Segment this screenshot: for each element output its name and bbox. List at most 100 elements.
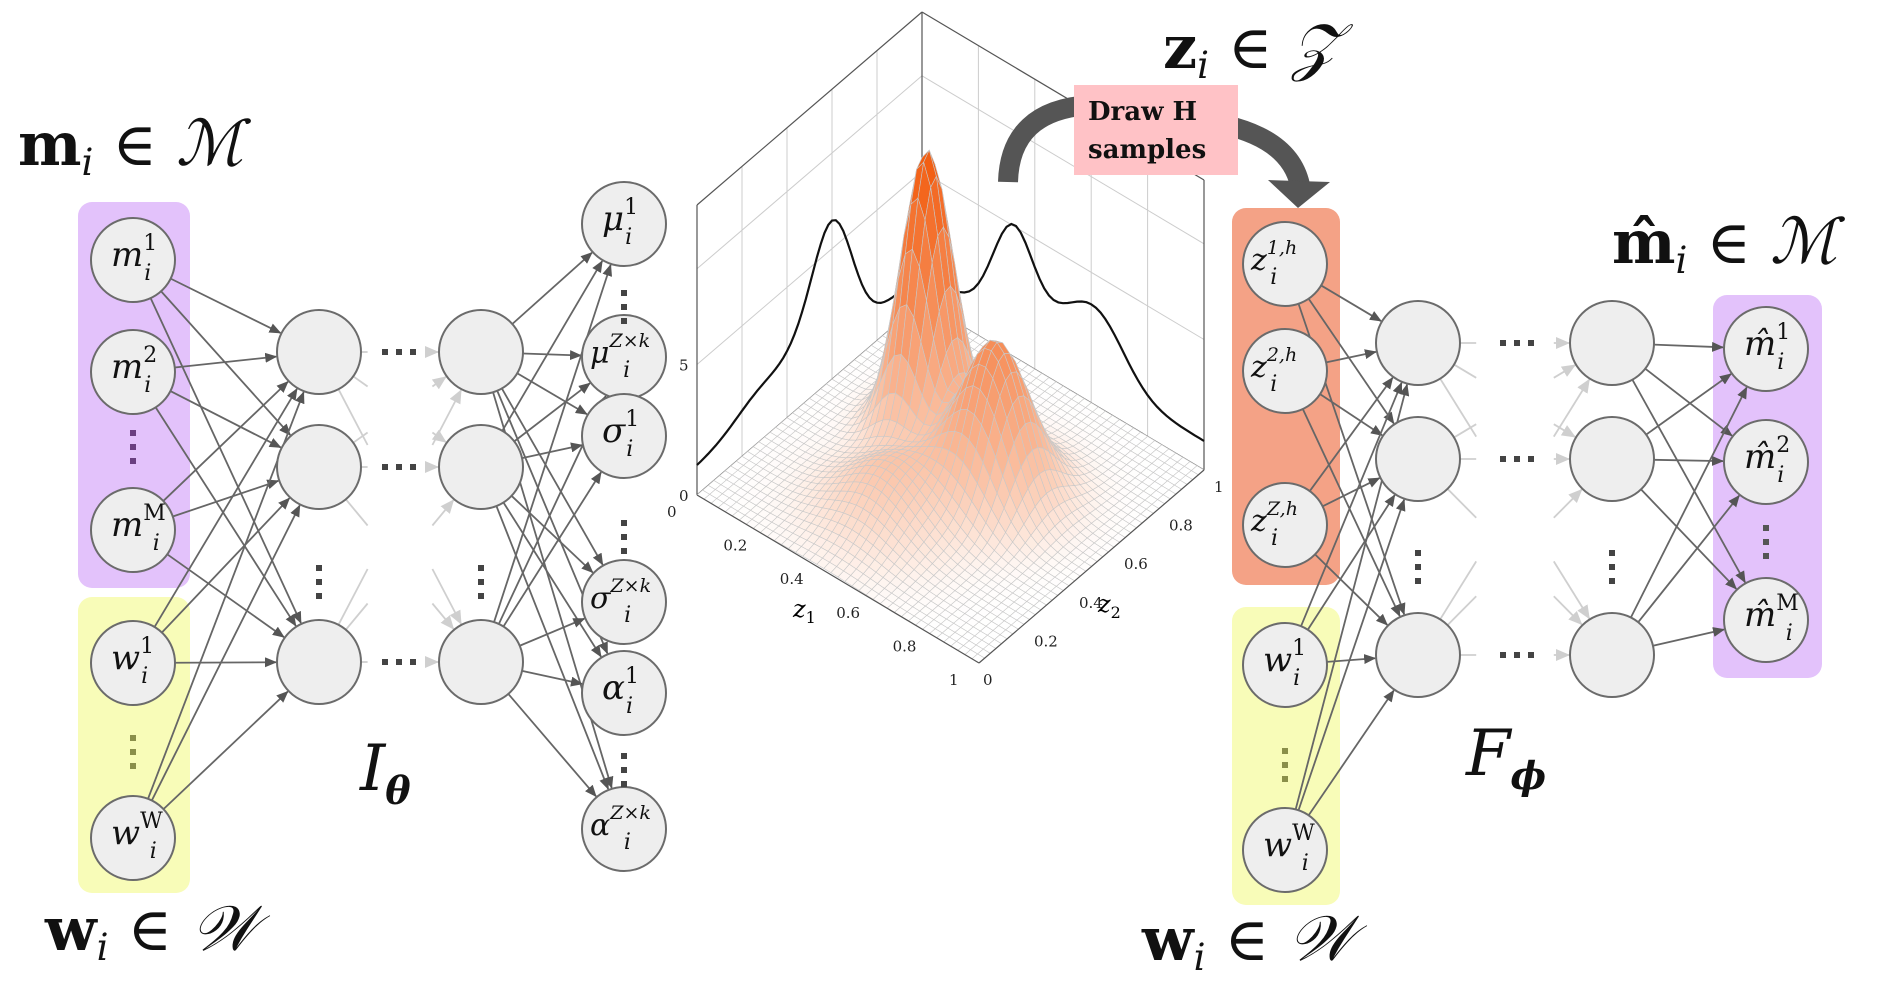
- decoder-hidden-node-2: [1569, 416, 1655, 502]
- encoder-input-edge: [162, 690, 289, 810]
- decoder-output-edge: [1653, 341, 1725, 352]
- decoder-input-edge: [1307, 689, 1395, 816]
- hdots-layers: [410, 464, 416, 470]
- hdots-layers: [382, 659, 388, 665]
- vdots-m-hat: [1763, 525, 1769, 531]
- z-tick-label: 0: [679, 487, 689, 505]
- encoder-output-edge: [501, 260, 603, 432]
- z2-tick-label: 0.8: [1169, 517, 1193, 535]
- decoder-input-edge: [1320, 284, 1382, 322]
- hdots-layers: [1500, 456, 1506, 462]
- vdots-m-hat: [1763, 539, 1769, 545]
- hdots-layers: [1528, 340, 1534, 346]
- decoder-input-edge: [1309, 376, 1394, 492]
- vdots-hidden: [478, 593, 484, 599]
- faint-edge: [1553, 423, 1576, 438]
- sampling-arrow: [998, 95, 1330, 208]
- z2-tick-label: 0.6: [1124, 555, 1148, 573]
- decoder-hidden-node-1: [1375, 612, 1461, 698]
- z2-tick-label: 0.2: [1034, 632, 1058, 650]
- vdots-m: [130, 444, 136, 450]
- encoder-hidden-node-1: [276, 309, 362, 395]
- z1-tick-label: 1: [949, 671, 959, 689]
- vdots-w: [130, 763, 136, 769]
- encoder-input-edge: [169, 390, 282, 449]
- z2-tick-label: 0.4: [1079, 594, 1103, 612]
- vdots-sigma: [621, 534, 627, 540]
- faint-edge: [1553, 595, 1583, 626]
- encoder-input-edge: [149, 297, 302, 624]
- encoder-output-edge: [521, 442, 583, 459]
- arrow-head-icon: [1268, 180, 1330, 208]
- decoder-output-edge: [1640, 488, 1737, 590]
- ellipsis-markers: [130, 290, 1769, 787]
- plot-gridline: [696, 75, 923, 270]
- decoder-output-edge: [1653, 455, 1725, 466]
- z1-axis-label: z1: [792, 595, 816, 627]
- z1-tick-label: 0.6: [836, 604, 860, 622]
- encoder-hidden-node-2: [438, 424, 524, 510]
- encoder-input-edge: [170, 277, 282, 334]
- hdots-layers: [1500, 652, 1506, 658]
- vdots-w: [130, 749, 136, 755]
- faint-edge: [1453, 363, 1477, 379]
- z1-tick-label: 0.8: [893, 637, 917, 655]
- plot-gridline: [921, 75, 1205, 245]
- vdots-sigma: [621, 520, 627, 526]
- encoder-output-edge: [502, 471, 602, 627]
- label-w-in-W-decoder: wi ∈ 𝒲: [1141, 902, 1368, 979]
- vdots-hidden: [1609, 550, 1615, 556]
- encoder-input-edge: [174, 657, 278, 668]
- faint-edge: [431, 499, 455, 527]
- vdots-mu: [621, 304, 627, 310]
- decoder-input-edge: [1307, 298, 1395, 425]
- encoder-input-edge: [154, 406, 297, 627]
- decoder-hidden-node-1: [1375, 300, 1461, 386]
- decoder-input-edge: [1325, 349, 1377, 364]
- vdots-w: [1282, 748, 1288, 754]
- decoder-hidden-node-2: [1569, 300, 1655, 386]
- z1-tick-label: 0.2: [723, 537, 747, 555]
- vdots-alpha: [621, 753, 627, 759]
- decoder-output-edge: [1637, 494, 1740, 623]
- vdots-hidden: [478, 579, 484, 585]
- encoder-hidden-node-1: [276, 619, 362, 705]
- draw-samples-line2: samples: [1088, 135, 1206, 165]
- vdots-mu: [621, 290, 627, 296]
- encoder-input-edge: [153, 388, 298, 628]
- hdots-layers: [410, 659, 416, 665]
- vdots-hidden: [1415, 564, 1421, 570]
- encoder-output-edge: [501, 388, 604, 566]
- marginal-curve-z2: [696, 219, 923, 466]
- decoder-input-edge: [1314, 553, 1388, 626]
- z1-tick-label: 0: [667, 503, 677, 521]
- encoder-input-edge: [161, 497, 291, 634]
- vdots-m: [130, 430, 136, 436]
- decoder-hidden-node-2: [1569, 612, 1655, 698]
- z2-axis-label: z2: [1097, 590, 1121, 622]
- encoder-output-edge: [507, 693, 597, 798]
- encoder-output-edge: [522, 350, 583, 361]
- hdots-layers: [396, 659, 402, 665]
- z2-tick-label: 1: [1214, 478, 1224, 496]
